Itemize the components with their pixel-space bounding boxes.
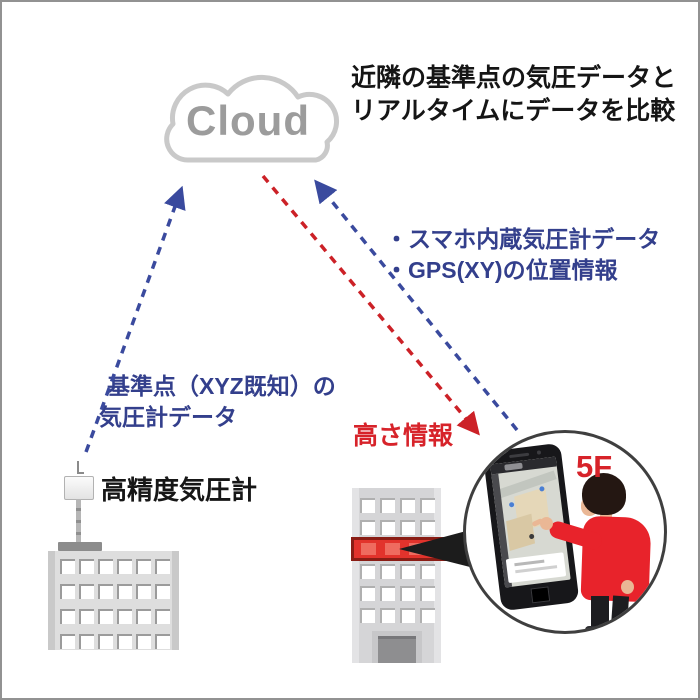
height-info-label: 高さ情報 (353, 422, 454, 450)
highlighted-floor-window (385, 543, 400, 555)
building-window (98, 559, 113, 574)
building-window (420, 498, 435, 513)
building-window (117, 584, 132, 599)
building-window (155, 584, 170, 599)
building-window (360, 498, 375, 513)
building-window (79, 609, 94, 624)
building-window (60, 559, 75, 574)
building-window (79, 559, 94, 574)
building-window (380, 586, 395, 601)
antenna-foot (77, 472, 84, 474)
building-window (420, 608, 435, 623)
antenna-icon (77, 461, 79, 474)
note-line-1: 近隣の基準点の気圧データと (351, 64, 677, 92)
building-window (360, 608, 375, 623)
barometer-label: 高精度気圧計 (101, 475, 258, 505)
building-window (380, 498, 395, 513)
sensor-pole (76, 499, 81, 544)
person-right-leg (610, 595, 630, 628)
building-window (420, 564, 435, 579)
phone-camera (536, 450, 542, 455)
building-window (117, 609, 132, 624)
reference-data-line1: 基準点（XYZ既知）の (107, 373, 336, 399)
building-window (380, 520, 395, 535)
gps-data-line: ・GPS(XY)の位置情報 (385, 257, 618, 283)
building-window (136, 634, 151, 649)
building-window (98, 609, 113, 624)
highlighted-floor-window (409, 543, 424, 555)
building-window (400, 520, 415, 535)
building-window (117, 559, 132, 574)
person-right-shoe (610, 624, 630, 631)
reference-upload-labels: 基準点（XYZ既知）の 気圧計データ (99, 371, 336, 433)
phone-home-button (530, 586, 551, 604)
barometer-sensor-icon (64, 476, 94, 500)
entrance-door (378, 636, 416, 663)
building-window (60, 634, 75, 649)
highlighted-floor-window (361, 543, 376, 555)
reference-building-icon (48, 551, 179, 650)
building-window (155, 559, 170, 574)
building-window (400, 586, 415, 601)
smartphone-upload-labels: ・スマホ内蔵気圧計データ ・GPS(XY)の位置情報 (385, 224, 660, 286)
map-building-block (506, 513, 536, 552)
person-hair (582, 473, 626, 515)
building-window (400, 608, 415, 623)
building-window (360, 564, 375, 579)
map-info-card (505, 552, 567, 584)
building-window (136, 584, 151, 599)
phone-speaker (509, 452, 530, 459)
building-window (98, 634, 113, 649)
note-line-2: リアルタイムにデータを比較 (351, 97, 676, 125)
cloud-label: Cloud (186, 97, 310, 144)
building-window (380, 608, 395, 623)
highlighted-floor-band (351, 537, 451, 561)
realtime-compare-note: 近隣の基準点の気圧データと リアルタイムにデータを比較 (351, 62, 676, 128)
zoom-circle: 5F (463, 430, 667, 634)
building-window (155, 634, 170, 649)
building-window (79, 634, 94, 649)
building-window (136, 609, 151, 624)
building-window (60, 609, 75, 624)
floor-result-badge: 5F (576, 449, 613, 484)
building-window (360, 586, 375, 601)
building-window (360, 520, 375, 535)
person-left-shoe (585, 626, 608, 631)
building-window (380, 564, 395, 579)
sensor-base (58, 542, 102, 551)
target-building-icon (351, 488, 451, 663)
card-text-line (515, 565, 558, 574)
reference-data-line2: 気圧計データ (99, 404, 237, 430)
building-window (79, 584, 94, 599)
building-entrance (372, 631, 422, 663)
building-window (117, 634, 132, 649)
building-window (400, 564, 415, 579)
person-torso (580, 515, 652, 603)
smartphone-data-line: ・スマホ内蔵気圧計データ (385, 226, 661, 252)
person-right-hand (621, 580, 634, 594)
map-pin (508, 501, 515, 508)
building-window (420, 520, 435, 535)
card-text-line (514, 559, 545, 567)
building-window (136, 559, 151, 574)
left-building-windows (60, 559, 170, 649)
building-window (400, 498, 415, 513)
person-left-leg (591, 596, 609, 629)
building-window (155, 609, 170, 624)
person-hand (540, 517, 553, 530)
upload-arrow-right-blue (314, 179, 519, 432)
building-window (98, 584, 113, 599)
building-window (420, 586, 435, 601)
building-window (60, 584, 75, 599)
cloud-icon (164, 74, 339, 163)
